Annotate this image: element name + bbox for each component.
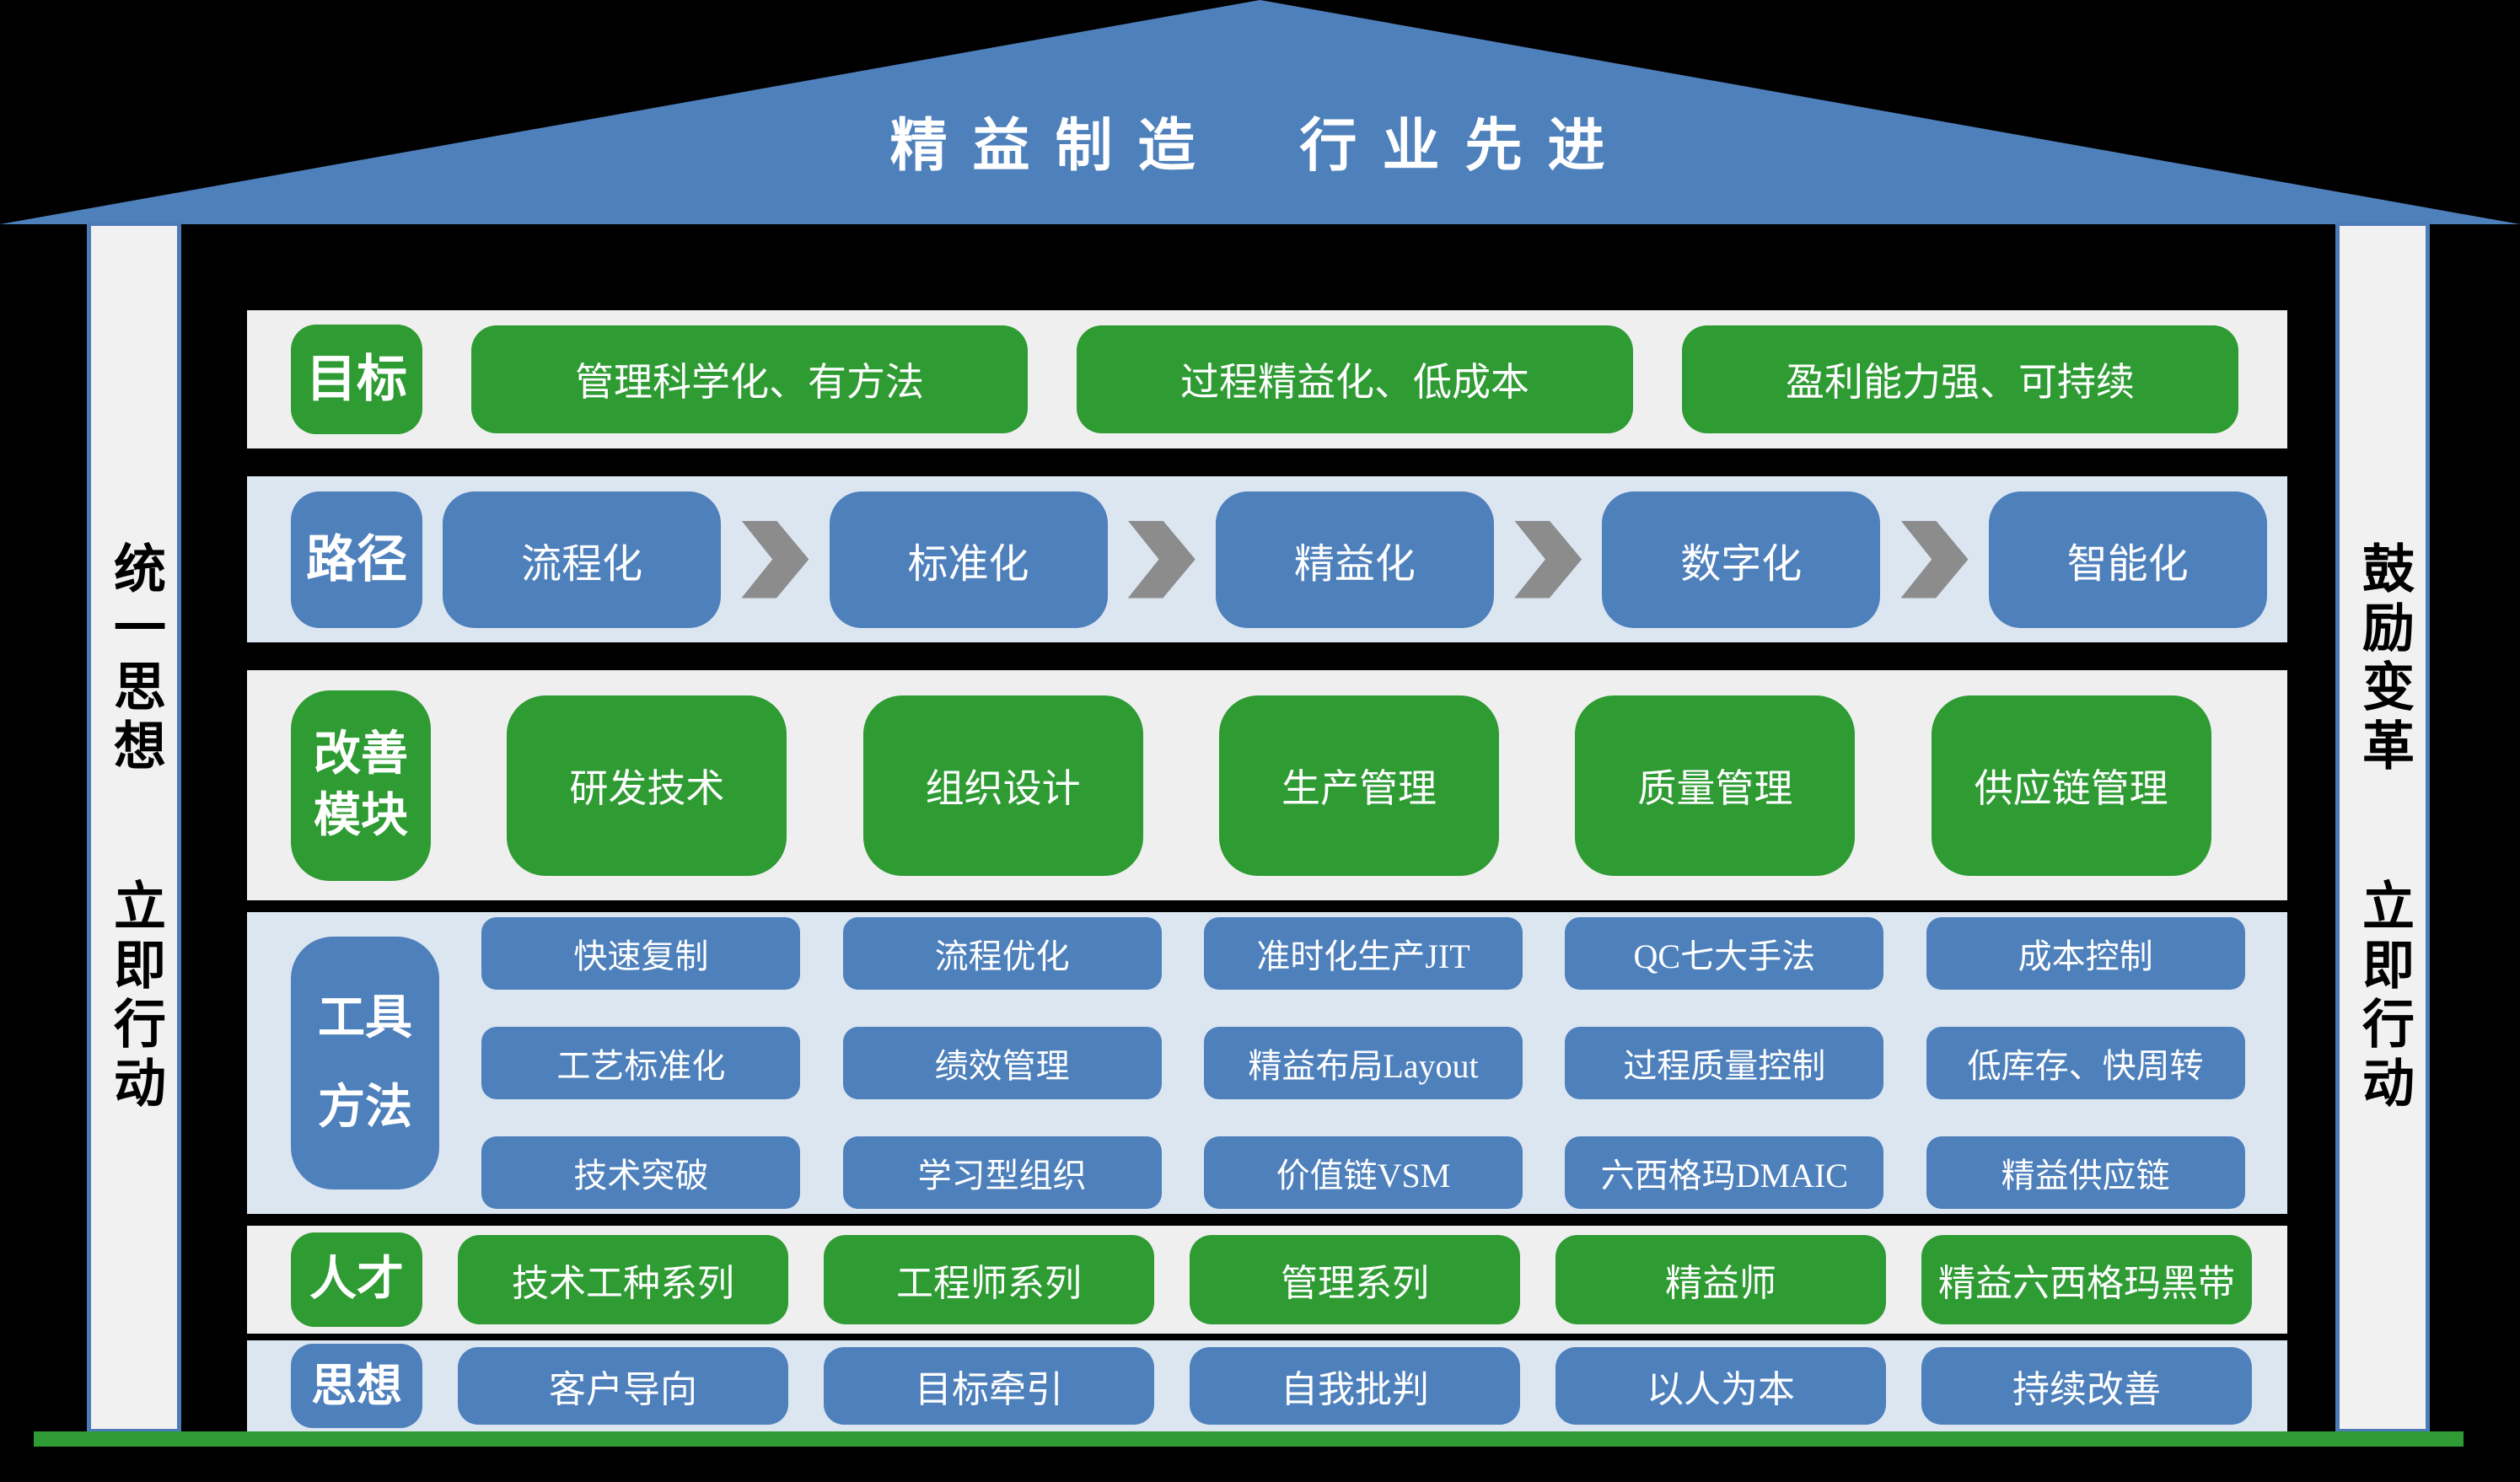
item-button-goals: 管理科学化、有方法 bbox=[471, 325, 1028, 433]
item-button-talent: 技术工种系列 bbox=[458, 1235, 788, 1324]
item-button-talent: 管理系列 bbox=[1190, 1235, 1520, 1324]
left-pillar: 统一思想立即行动 bbox=[87, 222, 181, 1433]
left-pillar-text-bottom: 立即行动 bbox=[105, 878, 163, 1114]
tool-column: 成本控制低库存、快周转精益供应链 bbox=[1926, 912, 2245, 1214]
item-button-talent: 精益师 bbox=[1556, 1235, 1886, 1324]
tool-column: 流程优化绩效管理学习型组织 bbox=[842, 912, 1162, 1214]
row-goals: 目标管理科学化、有方法过程精益化、低成本盈利能力强、可持续 bbox=[247, 310, 2287, 448]
row-label-line: 方法 bbox=[318, 1082, 412, 1134]
item-button-path: 数字化 bbox=[1602, 491, 1881, 628]
item-button-modules: 组织设计 bbox=[862, 695, 1143, 876]
tool-column: QC七大手法过程质量控制六西格玛DMAIC bbox=[1565, 912, 1884, 1214]
right-pillar-text-bottom: 立即行动 bbox=[2354, 878, 2411, 1114]
left-pillar-text: 统一思想立即行动 bbox=[105, 540, 163, 1114]
item-button-tools: 价值链VSM bbox=[1203, 1136, 1523, 1209]
item-button-path: 流程化 bbox=[443, 491, 722, 628]
item-button-mindset: 自我批判 bbox=[1190, 1347, 1520, 1425]
row-path: 路径流程化标准化精益化数字化智能化 bbox=[247, 476, 2287, 642]
row-label-line: 路径 bbox=[306, 531, 407, 588]
item-button-modules: 供应链管理 bbox=[1931, 695, 2211, 876]
item-button-tools: 过程质量控制 bbox=[1565, 1027, 1884, 1099]
item-button-tools: 绩效管理 bbox=[842, 1027, 1162, 1099]
chevron-right-icon bbox=[1900, 520, 1969, 599]
item-button-tools: 六西格玛DMAIC bbox=[1565, 1136, 1884, 1209]
ground-bar bbox=[34, 1431, 2464, 1447]
item-button-path: 智能化 bbox=[1988, 491, 2267, 628]
item-button-tools: 低库存、快周转 bbox=[1926, 1027, 2245, 1099]
item-button-mindset: 持续改善 bbox=[1921, 1347, 2252, 1425]
row-label-line: 人才 bbox=[309, 1253, 404, 1306]
right-pillar-text: 鼓励变革立即行动 bbox=[2354, 540, 2411, 1114]
row-label-line: 目标 bbox=[306, 352, 407, 407]
item-button-tools: 精益供应链 bbox=[1926, 1136, 2245, 1209]
row-label-line: 改善 bbox=[314, 728, 408, 781]
row-label-line: 模块 bbox=[314, 789, 408, 842]
row-label-modules: 改善模块 bbox=[291, 690, 431, 881]
item-button-tools: 流程优化 bbox=[842, 917, 1162, 990]
item-button-modules: 生产管理 bbox=[1218, 695, 1499, 876]
item-button-mindset: 以人为本 bbox=[1556, 1347, 1886, 1425]
item-button-talent: 精益六西格玛黑带 bbox=[1921, 1235, 2252, 1324]
item-button-path: 精益化 bbox=[1215, 491, 1494, 628]
tool-column: 快速复制工艺标准化技术突破 bbox=[481, 912, 801, 1214]
item-button-tools: QC七大手法 bbox=[1565, 917, 1884, 990]
row-mindset: 思想客户导向目标牵引自我批判以人为本持续改善 bbox=[247, 1340, 2287, 1431]
item-button-tools: 成本控制 bbox=[1926, 917, 2245, 990]
row-label-talent: 人才 bbox=[291, 1232, 422, 1327]
row-label-goals: 目标 bbox=[291, 325, 422, 434]
row-label-path: 路径 bbox=[291, 491, 422, 628]
chevron-right-icon bbox=[1127, 520, 1196, 599]
row-label-line: 思想 bbox=[311, 1360, 402, 1411]
item-button-mindset: 客户导向 bbox=[458, 1347, 788, 1425]
roof-title: 精益制造 行业先进 bbox=[889, 114, 1631, 178]
item-button-tools: 工艺标准化 bbox=[481, 1027, 801, 1099]
item-button-tools: 技术突破 bbox=[481, 1136, 801, 1209]
item-button-modules: 质量管理 bbox=[1575, 695, 1856, 876]
item-button-tools: 准时化生产JIT bbox=[1203, 917, 1523, 990]
row-label-mindset: 思想 bbox=[291, 1344, 422, 1428]
row-label-tools: 工具方法 bbox=[291, 937, 439, 1189]
left-pillar-text-top: 统一思想 bbox=[105, 540, 163, 777]
row-items-path: 流程化标准化精益化数字化智能化 bbox=[422, 476, 2287, 642]
row-items-goals: 管理科学化、有方法过程精益化、低成本盈利能力强、可持续 bbox=[422, 310, 2287, 448]
item-button-goals: 过程精益化、低成本 bbox=[1077, 325, 1633, 433]
row-talent: 人才技术工种系列工程师系列管理系列精益师精益六西格玛黑带 bbox=[247, 1226, 2287, 1334]
item-button-modules: 研发技术 bbox=[507, 695, 787, 876]
row-modules: 改善模块研发技术组织设计生产管理质量管理供应链管理 bbox=[247, 670, 2287, 900]
row-label-line: 工具 bbox=[318, 991, 412, 1044]
item-button-tools: 快速复制 bbox=[481, 917, 801, 990]
item-button-tools: 学习型组织 bbox=[842, 1136, 1162, 1209]
item-button-talent: 工程师系列 bbox=[824, 1235, 1154, 1324]
item-button-goals: 盈利能力强、可持续 bbox=[1682, 325, 2238, 433]
item-button-mindset: 目标牵引 bbox=[824, 1347, 1154, 1425]
roof: 精益制造 行业先进 bbox=[0, 0, 2520, 224]
row-items-mindset: 客户导向目标牵引自我批判以人为本持续改善 bbox=[422, 1340, 2287, 1431]
row-items-talent: 技术工种系列工程师系列管理系列精益师精益六西格玛黑带 bbox=[422, 1226, 2287, 1334]
row-items-modules: 研发技术组织设计生产管理质量管理供应链管理 bbox=[431, 670, 2287, 900]
chevron-right-icon bbox=[1514, 520, 1582, 599]
tool-column: 准时化生产JIT 精益布局Layout 价值链VSM bbox=[1203, 912, 1523, 1214]
right-pillar: 鼓励变革立即行动 bbox=[2335, 222, 2430, 1433]
item-button-path: 标准化 bbox=[829, 491, 1108, 628]
item-button-tools: 精益布局Layout bbox=[1203, 1027, 1523, 1099]
right-pillar-text-top: 鼓励变革 bbox=[2354, 540, 2411, 777]
chevron-right-icon bbox=[741, 520, 809, 599]
